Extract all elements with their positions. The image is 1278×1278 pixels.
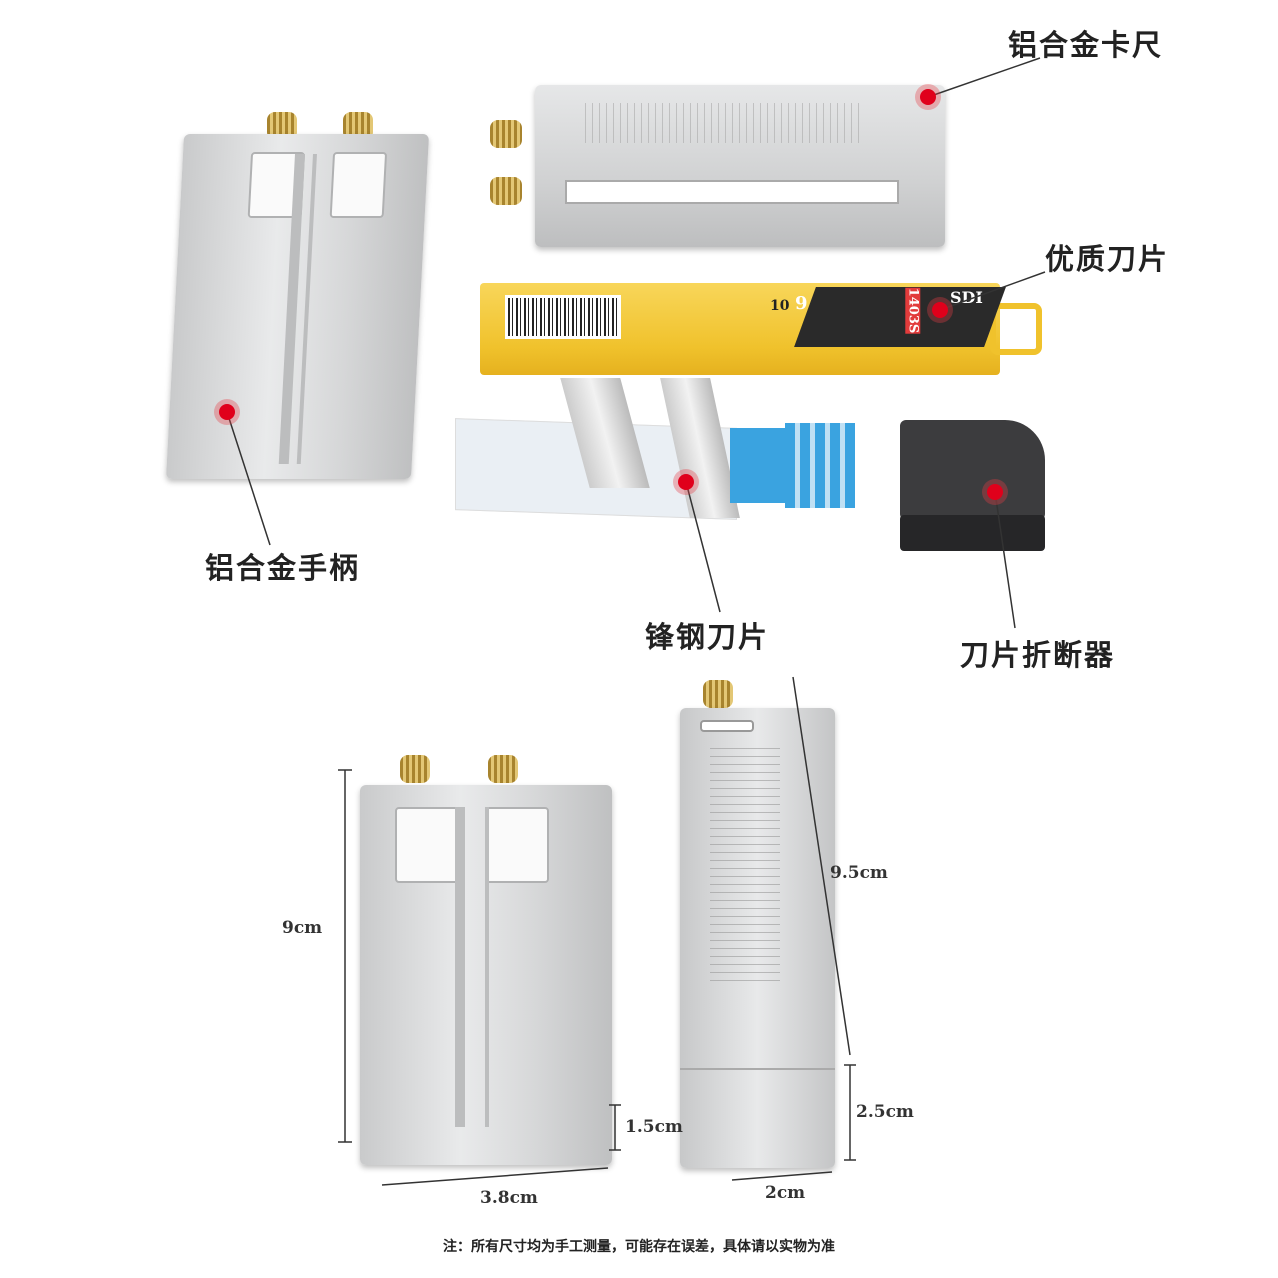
label-quality-blade: 优质刀片: [1045, 242, 1170, 276]
marker-dot: [678, 474, 694, 490]
marker-dot: [920, 89, 936, 105]
blade-count: 10: [770, 298, 790, 314]
brass-knob: [488, 755, 518, 783]
dim-handle-thickness: 1.5cm: [625, 1117, 683, 1137]
brass-knob: [490, 177, 522, 205]
blade-breaker-photo: [900, 420, 1045, 552]
marker-dot: [219, 404, 235, 420]
brass-knob: [490, 120, 522, 148]
handle-dimension-photo: [360, 755, 612, 1170]
brass-knob: [400, 755, 430, 783]
dim-caliper-width: 2cm: [765, 1183, 806, 1203]
label-caliper: 铝合金卡尺: [1008, 28, 1164, 62]
blade-size: 9: [795, 293, 808, 314]
aluminum-caliper-photo: [490, 85, 950, 250]
marker-dot: [932, 302, 948, 318]
marker-dot: [987, 484, 1003, 500]
label-breaker: 刀片折断器: [960, 638, 1116, 672]
dim-caliper-length: 9.5cm: [830, 863, 888, 883]
blade-box-photo: 9 1403S SDI 10: [480, 283, 1042, 375]
dim-caliper-thickness: 2.5cm: [856, 1102, 914, 1122]
blue-cap: [730, 428, 785, 503]
steel-blade-pack-photo: [455, 378, 855, 520]
blade-brand: SDI: [950, 288, 983, 307]
brass-knob: [703, 680, 733, 708]
dim-handle-width: 3.8cm: [480, 1188, 538, 1208]
label-steel-blade: 锋钢刀片: [645, 620, 770, 654]
measurement-note: 注：所有尺寸均为手工测量，可能存在误差，具体请以实物为准: [443, 1239, 835, 1255]
dim-handle-length: 9cm: [282, 918, 323, 938]
barcode: [505, 295, 621, 339]
aluminum-handle-photo: [165, 112, 430, 482]
label-handle: 铝合金手柄: [205, 551, 361, 585]
